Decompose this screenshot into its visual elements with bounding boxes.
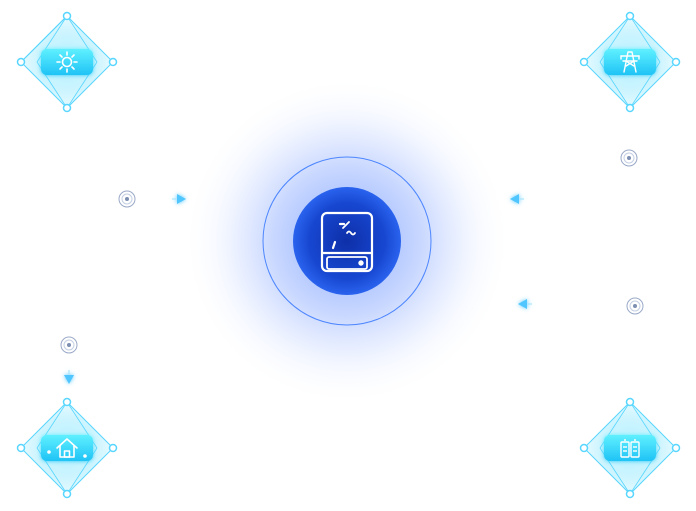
inverter-core — [293, 187, 401, 295]
grid-status-dot — [620, 149, 638, 167]
power-tower-icon — [620, 51, 640, 73]
arrow-left-icon — [510, 194, 524, 204]
inverter-ring — [262, 156, 432, 326]
battery-node[interactable] — [579, 397, 681, 499]
flow-status-dots — [60, 149, 644, 354]
inverter-node[interactable] — [182, 76, 512, 406]
solar-status-dot — [118, 190, 136, 208]
home-status-dot — [60, 336, 78, 354]
arrow-down-icon — [64, 370, 74, 384]
home-diamond — [16, 397, 118, 499]
grid-node[interactable] — [579, 11, 681, 113]
battery-status-dot — [626, 297, 644, 315]
grid-diamond — [579, 11, 681, 113]
house-icon — [47, 438, 87, 458]
flow-arrows — [64, 194, 532, 384]
battery-icon — [620, 439, 640, 458]
battery-diamond — [579, 397, 681, 499]
arrow-left-icon — [518, 299, 532, 309]
inverter-icon — [320, 211, 374, 273]
solar-node[interactable] — [16, 11, 118, 113]
solar-diamond — [16, 11, 118, 113]
sun-icon — [56, 51, 78, 73]
arrow-right-icon — [172, 194, 186, 204]
home-node[interactable] — [16, 397, 118, 499]
